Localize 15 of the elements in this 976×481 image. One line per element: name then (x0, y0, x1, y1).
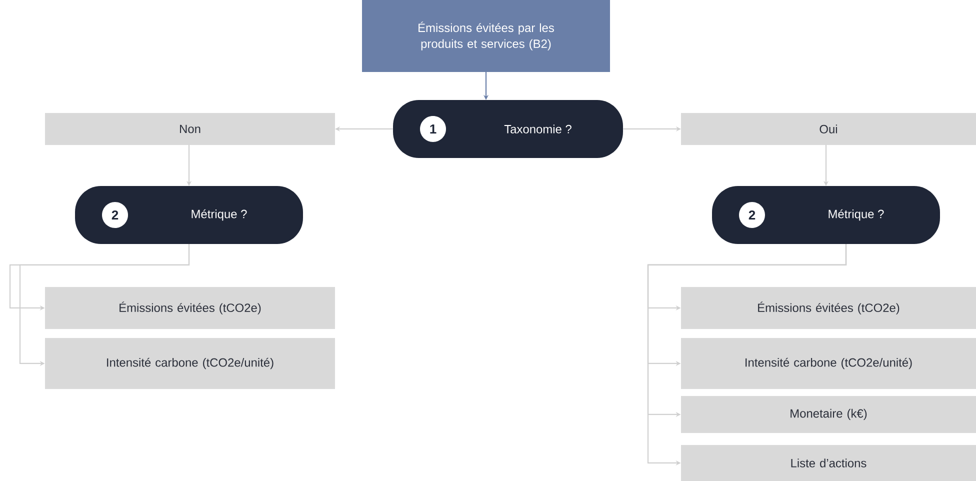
option-box: Monetaire (k€) (681, 396, 976, 433)
option-box: Intensité carbone (tCO2e/unité) (681, 338, 976, 389)
decision-pill: 1 Taxonomie ? (393, 100, 623, 158)
decision-pill: 2 Métrique ? (75, 186, 303, 244)
number-badge: 2 (102, 202, 128, 228)
option-box: Non (45, 112, 335, 145)
option-box: Intensité carbone (tCO2e/unité) (45, 338, 335, 389)
title-box: Émissions évitées par les produits et services (B2) (362, 0, 610, 72)
number-badge: 2 (739, 202, 765, 228)
option-box: Liste d’actions (681, 444, 976, 481)
option-box: Émissions évitées (tCO2e) (681, 286, 976, 329)
option-box: Émissions évitées (tCO2e) (45, 286, 335, 329)
number-badge: 1 (420, 116, 446, 142)
option-box: Oui (681, 112, 976, 145)
decision-pill: 2 Métrique ? (712, 186, 940, 244)
